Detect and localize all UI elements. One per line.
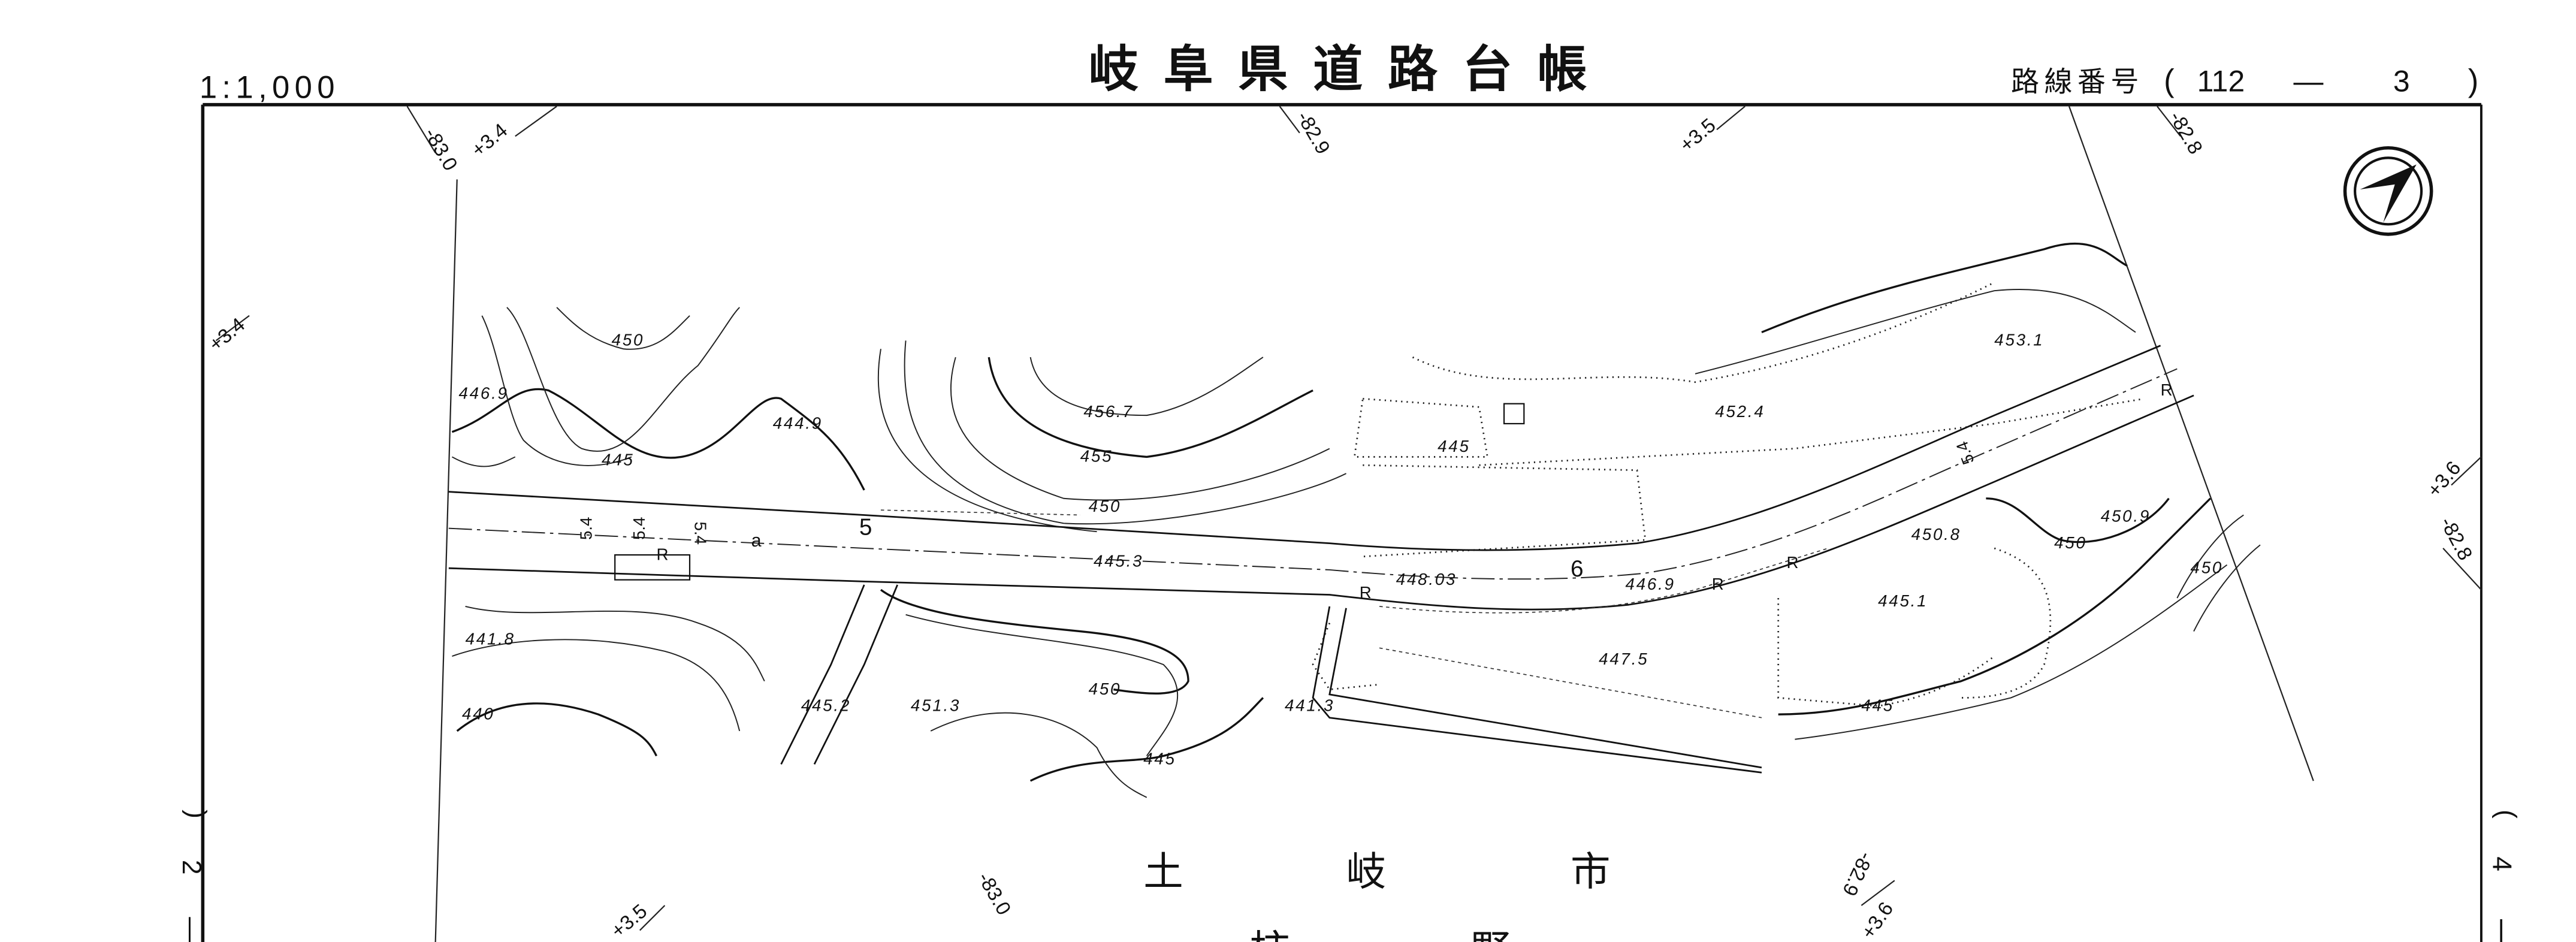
road-marker-r: R bbox=[1712, 575, 1724, 593]
elevation-label: 445 bbox=[1438, 437, 1470, 455]
elevation-label: 450.8 bbox=[1911, 525, 1961, 544]
place-char: 柿 bbox=[1250, 926, 1290, 942]
elevation-label: 450 bbox=[1089, 497, 1122, 515]
elevation-label: 447.5 bbox=[1599, 650, 1648, 668]
elevation-label: 450 bbox=[1089, 680, 1122, 698]
elevation-label: 445 bbox=[1861, 696, 1894, 715]
elevation-label: 451.3 bbox=[911, 696, 961, 715]
place-char: 岐 bbox=[1346, 849, 1387, 895]
left-dash: — bbox=[177, 917, 206, 942]
road-marker-r: R bbox=[1360, 583, 1372, 602]
station-label: -82.9 bbox=[1838, 849, 1877, 899]
elevation-label: 445.1 bbox=[1878, 591, 1928, 610]
elevation-label: 450 bbox=[612, 331, 645, 349]
place-char: 土 bbox=[1143, 849, 1183, 895]
elevation-label: 455 bbox=[1080, 447, 1113, 466]
right-dash: | bbox=[2498, 915, 2505, 942]
road-width-label: 5.4 bbox=[630, 517, 648, 541]
elevation-label: 445 bbox=[602, 450, 635, 469]
station-label: -83.0 bbox=[973, 868, 1015, 919]
left-paren: ) bbox=[182, 810, 211, 819]
place-name-city: 土 岐 市 bbox=[1143, 849, 1610, 895]
elevation-label: 444.9 bbox=[773, 413, 823, 432]
elevation-label: 441.3 bbox=[1285, 696, 1334, 715]
elevation-label: 445.2 bbox=[801, 696, 851, 715]
elevation-label: 440 bbox=[462, 704, 495, 723]
left-sheet-reference: ) 2 — bbox=[177, 810, 211, 942]
station-label: -82.9 bbox=[1292, 108, 1334, 158]
section-number: 6 bbox=[1571, 556, 1584, 582]
elevation-label: 456.7 bbox=[1083, 402, 1133, 421]
contour-lines bbox=[451, 242, 2261, 798]
right-sheet-number: 4 bbox=[2487, 856, 2516, 871]
road-centerline bbox=[448, 368, 2178, 580]
section-number: 5 bbox=[859, 515, 872, 541]
right-paren: ( bbox=[2492, 810, 2521, 819]
route-number-sheet: 3 bbox=[2393, 64, 2410, 98]
left-sheet-number: 2 bbox=[177, 860, 206, 875]
elevation-label: 445.3 bbox=[1094, 551, 1143, 570]
north-arrow-icon bbox=[2343, 146, 2433, 236]
road-edge-upper bbox=[448, 345, 2161, 551]
elevation-label: 448.03 bbox=[1396, 570, 1457, 588]
route-number-close: ) bbox=[2468, 63, 2479, 98]
station-label: +3.6 bbox=[2423, 457, 2466, 502]
right-sheet-reference: ( 4 | bbox=[2487, 810, 2521, 942]
field-boundaries bbox=[1312, 282, 2145, 707]
route-number: 路線番号 ( 112 — 3 ) bbox=[2011, 63, 2478, 98]
elevation-label: 453.1 bbox=[1994, 331, 2044, 349]
route-number-dash: — bbox=[2293, 64, 2323, 98]
elevation-label: 452.4 bbox=[1715, 402, 1765, 421]
station-label: +3.4 bbox=[467, 119, 512, 162]
elevation-label: 441.8 bbox=[466, 630, 515, 648]
road-marker-r: R bbox=[657, 545, 669, 563]
place-char: 野 bbox=[1471, 926, 1511, 942]
route-number-main: 112 bbox=[2197, 64, 2245, 98]
place-char: 市 bbox=[1571, 849, 1611, 895]
elevation-label: 446.9 bbox=[458, 384, 508, 402]
station-lines bbox=[215, 105, 2482, 942]
scale-label: 1:1,000 bbox=[200, 70, 340, 105]
elevation-label: 445 bbox=[1143, 749, 1176, 768]
road-width-label: 5.4 bbox=[576, 517, 595, 541]
road-marker-r: R bbox=[2161, 381, 2173, 399]
road-marker-a: a bbox=[751, 530, 762, 551]
station-label: -83.0 bbox=[419, 124, 461, 174]
elevation-labels: 450 446.9 444.9 445 456.7 455 450 445.3 448.03 44… bbox=[458, 331, 2224, 768]
road-labels: 5.4 5.4 5.4 5.4 R R R R R a 5 6 bbox=[576, 381, 2172, 602]
station-label: -82.8 bbox=[2436, 514, 2477, 564]
place-name-district: 柿 野 bbox=[1250, 926, 1511, 942]
page-title: 岐阜県道路台帳 bbox=[1089, 40, 1612, 98]
road bbox=[448, 345, 2194, 774]
elevation-label: 450 bbox=[2191, 558, 2224, 577]
route-number-open: ( bbox=[2164, 63, 2175, 98]
road-edge-lower bbox=[448, 394, 2194, 611]
elevation-label: 446.9 bbox=[1626, 575, 1675, 593]
map-frame bbox=[201, 102, 2483, 942]
station-label: -82.8 bbox=[2165, 108, 2207, 158]
station-label: +3.5 bbox=[1676, 114, 1720, 157]
elevation-label: 450.9 bbox=[2101, 507, 2151, 526]
road-width-label: 5.4 bbox=[1952, 439, 1977, 467]
road-marker-r: R bbox=[1787, 553, 1799, 572]
elevation-label: 450 bbox=[2054, 533, 2087, 552]
station-label: +3.5 bbox=[607, 900, 651, 942]
road-width-label: 5.4 bbox=[691, 522, 709, 545]
route-number-label: 路線番号 bbox=[2011, 65, 2144, 98]
